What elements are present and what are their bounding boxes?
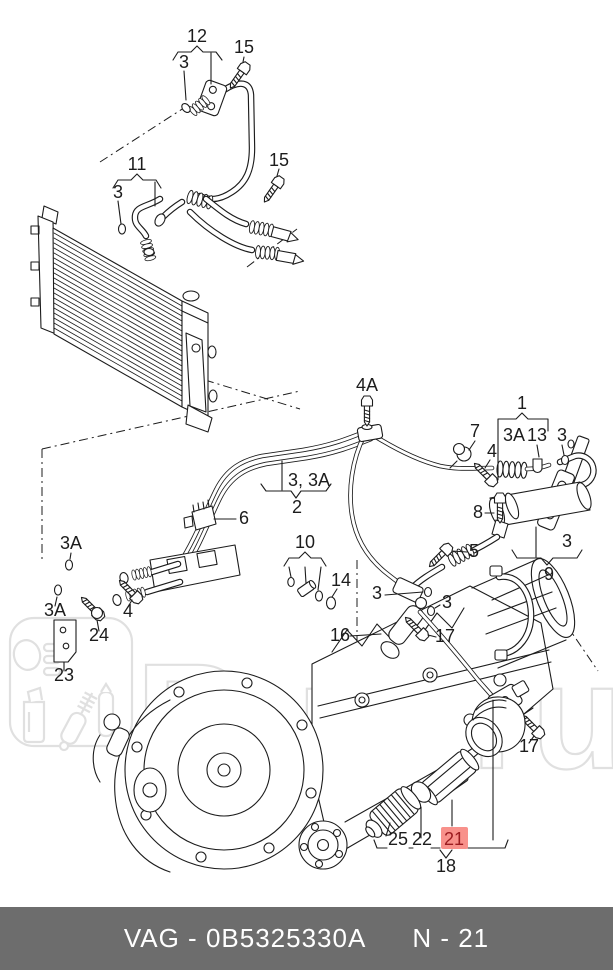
callout-3a-upper: 3A: [60, 533, 82, 553]
callout-4-bracket: 4: [123, 601, 133, 621]
callout-22: 22: [412, 829, 432, 849]
callout-3-conn-b: 3: [442, 592, 452, 612]
callout-24: 24: [89, 625, 109, 645]
callout-3-hose11: 3: [113, 182, 123, 202]
callout-11: 11: [128, 154, 147, 174]
callout-16: 16: [330, 625, 350, 645]
callout-3-group1: 3: [557, 425, 567, 445]
heat-exchanger-group: [348, 395, 597, 593]
callout-5: 5: [469, 541, 479, 561]
callout-14: 14: [331, 570, 351, 590]
footer-page-ref: N - 21: [412, 923, 490, 953]
callout-3a-group1: 3A: [503, 425, 525, 445]
callout-10: 10: [295, 532, 315, 552]
callout-15-lower: 15: [269, 150, 289, 170]
callout-9: 9: [544, 564, 554, 584]
footer-part-number: VAG - 0B5325330A: [123, 923, 367, 953]
radiator: [30, 205, 218, 433]
oil-pipe-connection: [380, 577, 495, 699]
oil-pipes-bundle: [53, 428, 374, 663]
callout-3-exchanger: 3: [562, 531, 572, 551]
oil-filter-assembly: [365, 680, 548, 838]
callout-18: 18: [436, 856, 456, 876]
callout-6: 6: [239, 508, 249, 528]
transmission: [92, 557, 576, 873]
callout-17-lower: 17: [519, 736, 539, 756]
callout-21-highlighted: 21: [444, 829, 464, 849]
callout-3-pipe12: 3: [179, 52, 189, 72]
callout-25: 25: [388, 829, 408, 849]
callout-4-clamp: 4: [487, 441, 497, 461]
oil-pipe-upper: [117, 59, 305, 265]
callout-3-conn-a: 3: [372, 583, 382, 603]
callout-1: 1: [517, 393, 527, 413]
callout-13: 13: [527, 425, 547, 445]
callout-23: 23: [54, 665, 74, 685]
callout-7: 7: [470, 421, 480, 441]
parts-diagram-image: Ruli.ru: [8, 26, 613, 876]
callout-12: 12: [187, 26, 207, 46]
callout-2: 2: [292, 497, 302, 517]
footer-bar: VAG - 0B5325330A N - 21: [0, 907, 613, 970]
highlighted-part-marker: [441, 827, 468, 849]
callout-8: 8: [473, 502, 483, 522]
callout-labels: 12 3 15 11 3 15 4A 1 3A 13 3 7 4 8 5 3 9…: [44, 26, 572, 876]
callout-15-upper: 15: [234, 37, 254, 57]
callout-3-3a: 3, 3A: [288, 470, 330, 490]
callout-4a: 4A: [356, 375, 378, 395]
callout-17-upper: 17: [435, 626, 455, 646]
watermark-logo: [8, 616, 134, 752]
callout-leaders: [54, 45, 583, 859]
callout-3a-lower: 3A: [44, 600, 66, 620]
